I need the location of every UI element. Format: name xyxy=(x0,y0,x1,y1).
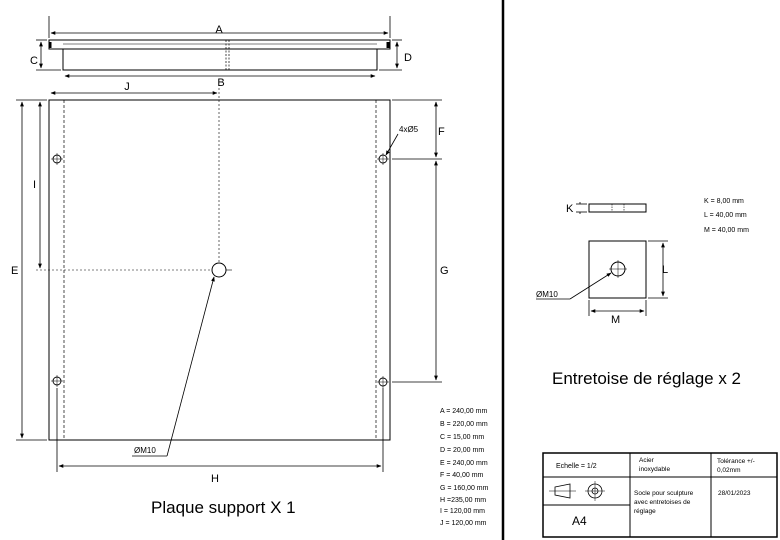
spec-a: A = 240,00 mm xyxy=(440,408,487,415)
spacer-thread-leader xyxy=(536,272,612,300)
mounting-holes xyxy=(51,153,389,388)
dim-label-m: M xyxy=(611,314,620,326)
spec-j: J = 120,00 mm xyxy=(440,520,487,527)
dimension-m xyxy=(588,300,647,316)
spacer-thread-callout: ØM10 xyxy=(536,290,558,299)
plate-specs: A = 240,00 mm B = 220,00 mm C = 15,00 mm… xyxy=(440,408,489,527)
title-block xyxy=(542,452,778,538)
dim-label-l: L xyxy=(662,264,668,276)
spec-k: K = 8,00 mm xyxy=(704,198,744,205)
dim-label-e: E xyxy=(11,265,18,277)
thread-callout: ØM10 xyxy=(134,446,156,455)
date-text: 28/01/2023 xyxy=(718,490,751,497)
spec-i: I = 120,00 mm xyxy=(440,508,485,515)
dim-label-a: A xyxy=(215,24,223,36)
format-text: A4 xyxy=(572,514,587,528)
spacer-side-view xyxy=(588,203,647,213)
spec-m: M = 40,00 mm xyxy=(704,227,749,234)
spec-d: D = 20,00 mm xyxy=(440,447,484,454)
tolerance-line-2: 0,02mm xyxy=(717,467,740,474)
material-line-1: Acier xyxy=(639,457,655,464)
dim-label-b: B xyxy=(217,77,224,89)
description-line-3: réglage xyxy=(634,508,656,515)
spacer-specs: K = 8,00 mm L = 40,00 mm M = 40,00 mm xyxy=(704,198,749,234)
spec-h: H =235,00 mm xyxy=(440,497,486,504)
dim-label-i: I xyxy=(33,179,36,191)
spec-g: G = 160,00 mm xyxy=(440,485,489,492)
dimension-f xyxy=(392,99,442,160)
dim-label-j: J xyxy=(124,81,130,93)
plate-side-view xyxy=(48,39,391,71)
dimension-g xyxy=(392,160,442,383)
dimension-c xyxy=(36,39,61,71)
spacer-threaded-hole xyxy=(610,261,626,277)
center-threaded-hole xyxy=(211,262,227,278)
spacer-title: Entretoise de réglage x 2 xyxy=(552,369,741,388)
plate-top-view xyxy=(36,88,391,441)
plate-title: Plaque support X 1 xyxy=(151,498,296,517)
dimension-h xyxy=(56,388,384,472)
dimension-a xyxy=(48,16,391,38)
spacer-top-view xyxy=(588,240,647,299)
spec-b: B = 220,00 mm xyxy=(440,421,488,428)
spec-l: L = 40,00 mm xyxy=(704,212,747,219)
dim-label-f: F xyxy=(438,126,445,138)
scale-text: Echelle = 1/2 xyxy=(556,463,597,470)
hole-leader xyxy=(385,133,399,156)
projection-symbol xyxy=(549,481,605,501)
spec-f: F = 40,00 mm xyxy=(440,472,484,479)
tolerance-line-1: Tolérance +/- xyxy=(717,458,755,465)
spec-c: C = 15,00 mm xyxy=(440,434,484,441)
dim-label-g: G xyxy=(440,265,449,277)
hole-callout: 4xØ5 xyxy=(399,125,419,134)
dim-label-k: K xyxy=(566,203,574,215)
dim-label-c: C xyxy=(30,55,38,67)
description-line-1: Socle pour sculpture xyxy=(634,490,694,497)
spec-e: E = 240,00 mm xyxy=(440,460,488,467)
dimension-d xyxy=(379,39,402,71)
description-line-2: avec entretoises de xyxy=(634,499,691,506)
dimension-k xyxy=(576,202,587,214)
material-line-2: inoxydable xyxy=(639,466,670,473)
dim-label-d: D xyxy=(404,52,412,64)
thread-leader xyxy=(132,276,215,457)
dimension-e xyxy=(16,99,47,441)
dimension-l xyxy=(648,240,668,299)
dim-label-h: H xyxy=(211,473,219,485)
